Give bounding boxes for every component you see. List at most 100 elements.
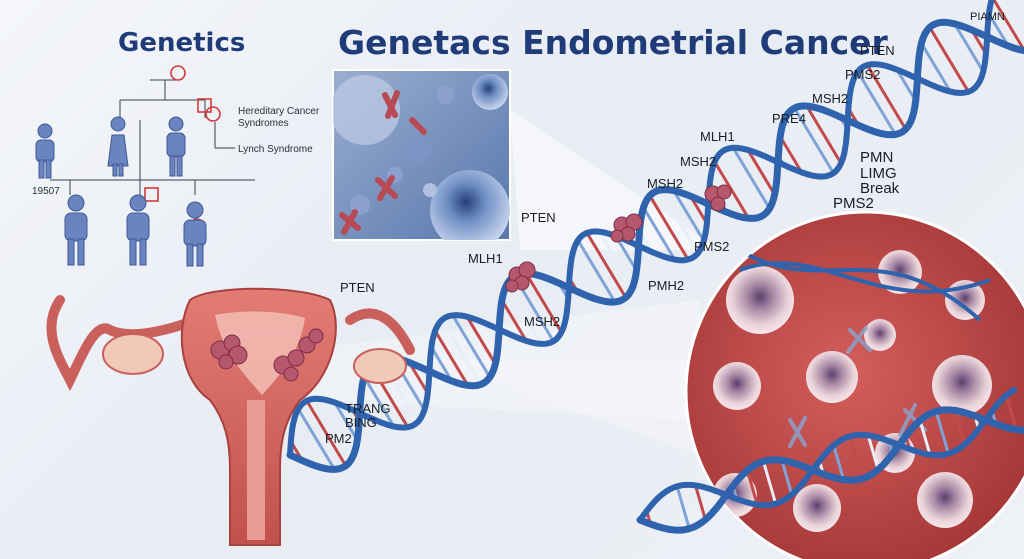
base-pair-rung xyxy=(928,26,970,93)
base-pair-rung xyxy=(408,361,430,395)
person-icon xyxy=(183,201,207,267)
base-pair-rung xyxy=(672,189,706,242)
base-pair-rung xyxy=(879,63,914,119)
base-pair-rung xyxy=(296,408,336,471)
base-pair-rung xyxy=(920,42,952,93)
gene-label: MLH1 xyxy=(468,251,503,266)
dna-backbone-strand xyxy=(636,406,1024,534)
base-pair-rung xyxy=(953,409,966,446)
dna-backbone-strand xyxy=(287,0,995,458)
base-pair-rung xyxy=(918,419,932,456)
uterus-illustration xyxy=(46,287,415,546)
pedigree-chart xyxy=(35,65,255,267)
gene-label: BING xyxy=(345,415,377,430)
person-icon xyxy=(64,194,88,266)
base-pair-rung xyxy=(505,284,543,345)
base-pair-rung xyxy=(731,147,771,210)
page-title: Genetacs Endometrial Cancer xyxy=(338,23,888,62)
base-pair-rung xyxy=(784,115,824,178)
base-pair-rung xyxy=(746,149,776,196)
person-icon xyxy=(126,194,150,266)
base-pair-rung xyxy=(745,469,759,506)
pedigree-id-label: 19507 xyxy=(32,186,60,197)
hereditary-syndromes-label: Hereditary Cancer Syndromes xyxy=(238,106,320,129)
pedigree-female-marker xyxy=(170,65,186,81)
base-pair-rung xyxy=(866,434,880,471)
zoomed-tissue-circle xyxy=(684,210,1024,559)
microscope-panel xyxy=(332,69,511,241)
base-pair-rung xyxy=(939,21,979,86)
base-pair-rung xyxy=(317,398,355,457)
base-pair-rung xyxy=(659,494,673,531)
mutation-clusters xyxy=(505,184,732,293)
gene-label: PTEN xyxy=(340,280,375,295)
base-pair-rung xyxy=(987,13,1010,47)
gene-label: PMS2 xyxy=(694,239,730,254)
base-pair-rung xyxy=(440,319,483,386)
gene-label: LIMG xyxy=(860,165,897,182)
base-pair-rung xyxy=(362,375,396,428)
gene-label: PMH2 xyxy=(648,278,685,293)
base-pair-rung xyxy=(433,330,470,387)
base-pair-rung xyxy=(761,460,778,505)
gene-label: PMN xyxy=(860,149,894,166)
base-pair-rung xyxy=(849,88,878,133)
lynch-syndrome-label: Lynch Syndrome xyxy=(238,144,313,155)
base-pair-rung xyxy=(778,135,803,174)
base-pair-rung xyxy=(524,272,563,334)
base-pair-rung xyxy=(848,435,864,480)
base-pair-rung xyxy=(658,189,700,255)
base-pair-rung xyxy=(451,314,492,379)
base-pair-rung xyxy=(500,299,528,342)
base-pair-rung xyxy=(598,230,635,288)
person-icon xyxy=(166,116,186,177)
gene-label: PMS2 xyxy=(833,195,874,212)
base-pair-rung xyxy=(1004,394,1018,431)
gene-label: PIAMN xyxy=(970,11,1005,23)
base-pair-rung xyxy=(953,23,985,73)
base-pair-rung xyxy=(539,275,568,319)
base-pair-rung xyxy=(992,0,1024,52)
gene-label: PTEN xyxy=(521,210,556,225)
base-pair-rung xyxy=(675,485,691,530)
base-pair-rung xyxy=(576,239,617,303)
base-pair-rung xyxy=(934,410,950,455)
base-pair-rung xyxy=(430,346,454,382)
gene-label: MLH1 xyxy=(700,129,735,144)
gene-label: Break xyxy=(860,180,900,197)
dna-helix xyxy=(286,0,1024,473)
base-pair-rung xyxy=(793,107,835,174)
base-pair-rung xyxy=(713,160,750,220)
person-icon xyxy=(35,123,55,179)
base-pair-rung xyxy=(585,232,628,299)
dna-backbone-strand xyxy=(637,386,1018,523)
pedigree-male-marker xyxy=(197,98,212,113)
base-pair-rung xyxy=(720,150,763,218)
base-pair-rung xyxy=(571,252,602,302)
base-pair-rung xyxy=(820,108,847,149)
base-pair-rung xyxy=(648,194,690,261)
base-pair-rung xyxy=(856,70,897,136)
section-title-genetics: Genetics xyxy=(118,28,246,58)
base-pair-rung xyxy=(333,401,359,442)
gene-label: MSH2 xyxy=(524,314,561,329)
base-pair-rung xyxy=(780,459,794,496)
base-pair-rung xyxy=(832,444,846,481)
gene-label: MSH2 xyxy=(680,154,717,169)
base-pair-rung xyxy=(465,315,497,365)
gene-label: PM2 xyxy=(325,431,352,446)
gene-label: PMS2 xyxy=(845,67,881,82)
dna-helix-lower xyxy=(636,386,1024,534)
gene-label: PTEN xyxy=(860,43,895,58)
base-pair-rung xyxy=(694,484,707,521)
base-pair-rung xyxy=(642,206,676,261)
person-icon xyxy=(107,116,129,177)
base-pair-rung xyxy=(291,422,321,468)
base-pair-rung xyxy=(305,399,348,467)
gene-label: MSH2 xyxy=(647,176,684,191)
gene-label: PRE4 xyxy=(772,111,806,126)
gene-label: TRANG xyxy=(345,401,391,416)
base-pair-rung xyxy=(805,105,843,165)
gene-label: MSH2 xyxy=(812,91,849,106)
